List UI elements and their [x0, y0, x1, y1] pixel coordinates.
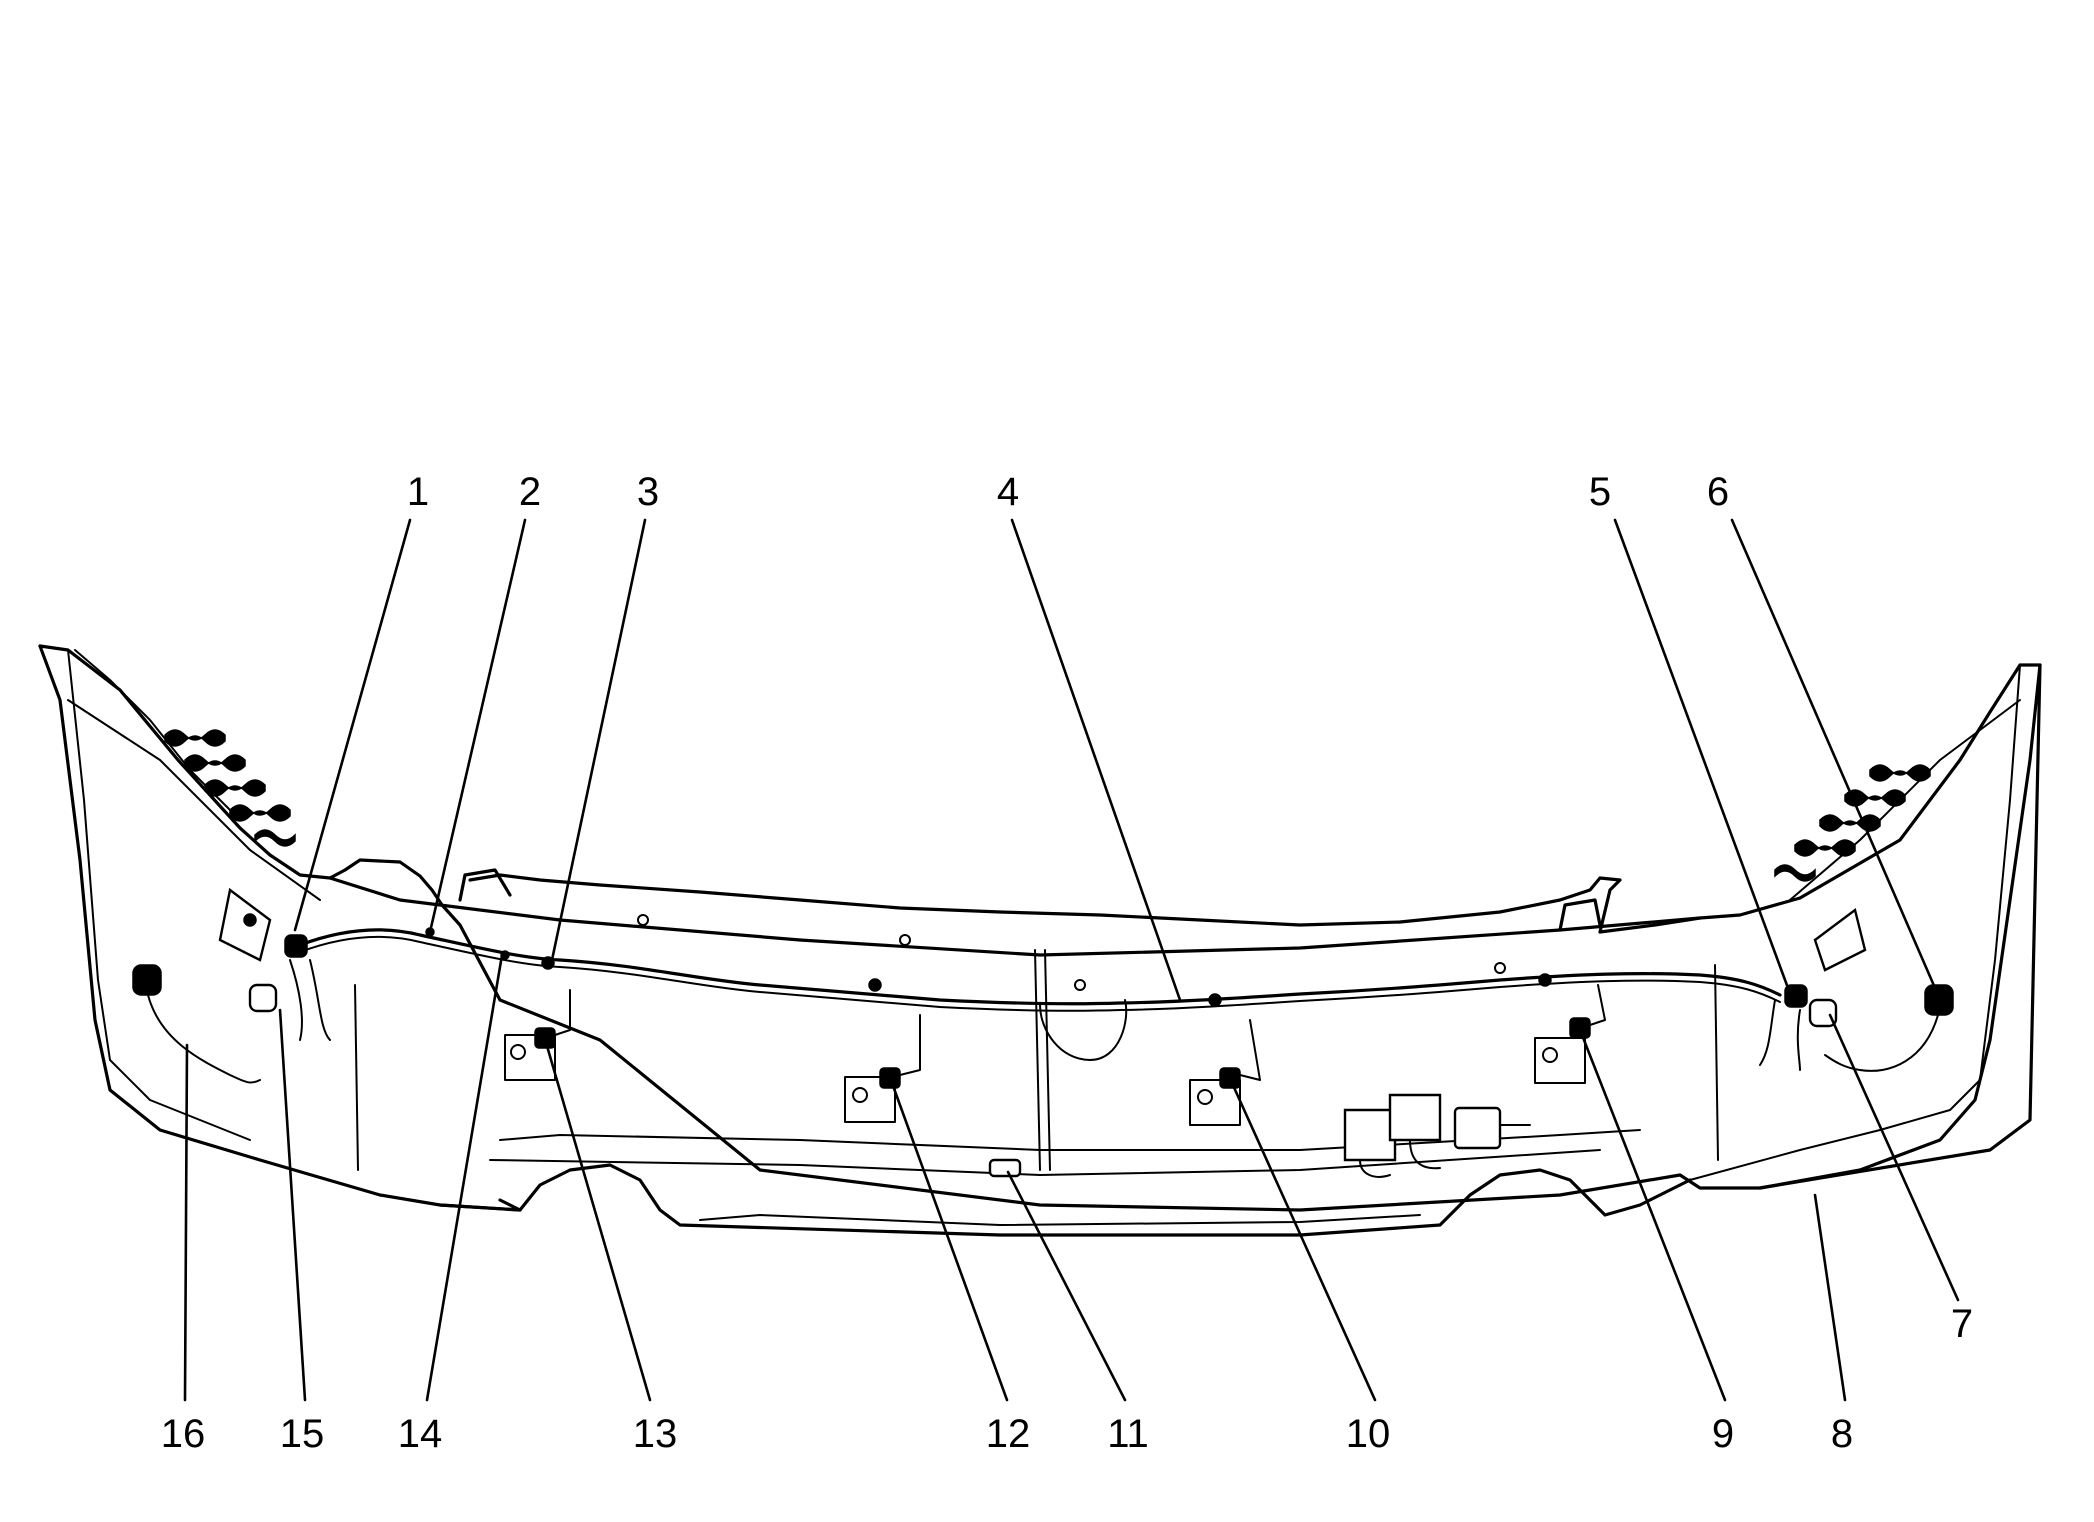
leader-14 — [425, 953, 504, 1402]
leader-10 — [1230, 1081, 1377, 1402]
callout-5: 5 — [1589, 470, 1611, 514]
left-wing-slots — [164, 729, 296, 847]
center-connectors — [637, 914, 1531, 1178]
callout-15: 15 — [280, 1412, 325, 1456]
leader-15 — [278, 1008, 307, 1402]
right-wing-slots — [1774, 764, 1931, 882]
leader-7 — [1828, 1013, 1960, 1302]
callout-9: 9 — [1712, 1412, 1734, 1456]
callout-labels: 1 2 3 4 5 6 7 8 9 10 11 12 13 14 15 16 — [161, 470, 1973, 1456]
leader-12 — [890, 1081, 1009, 1402]
leader-3 — [550, 518, 647, 962]
leader-11 — [1006, 1170, 1127, 1402]
callout-8: 8 — [1831, 1412, 1853, 1456]
leader-8 — [1813, 1193, 1847, 1402]
leader-1 — [293, 518, 412, 932]
leader-16 — [183, 1043, 189, 1402]
leader-5 — [1613, 518, 1790, 990]
wiring-harness — [132, 887, 1954, 1084]
callout-3: 3 — [637, 470, 659, 514]
callout-2: 2 — [519, 470, 541, 514]
leader-13 — [545, 1044, 652, 1402]
leader-lines — [183, 518, 1960, 1402]
callout-1: 1 — [407, 470, 429, 514]
park-sensors — [504, 984, 1606, 1126]
leader-9 — [1580, 1033, 1727, 1402]
callout-10: 10 — [1346, 1412, 1391, 1456]
callout-12: 12 — [986, 1412, 1031, 1456]
callout-14: 14 — [398, 1412, 443, 1456]
callout-16: 16 — [161, 1412, 206, 1456]
callout-7: 7 — [1951, 1302, 1973, 1346]
callout-4: 4 — [997, 470, 1019, 514]
leader-4 — [1010, 518, 1182, 1002]
callout-6: 6 — [1707, 470, 1729, 514]
callout-13: 13 — [633, 1412, 678, 1456]
leader-6 — [1730, 518, 1937, 990]
leader-2 — [428, 518, 527, 934]
callout-11: 11 — [1107, 1412, 1149, 1456]
